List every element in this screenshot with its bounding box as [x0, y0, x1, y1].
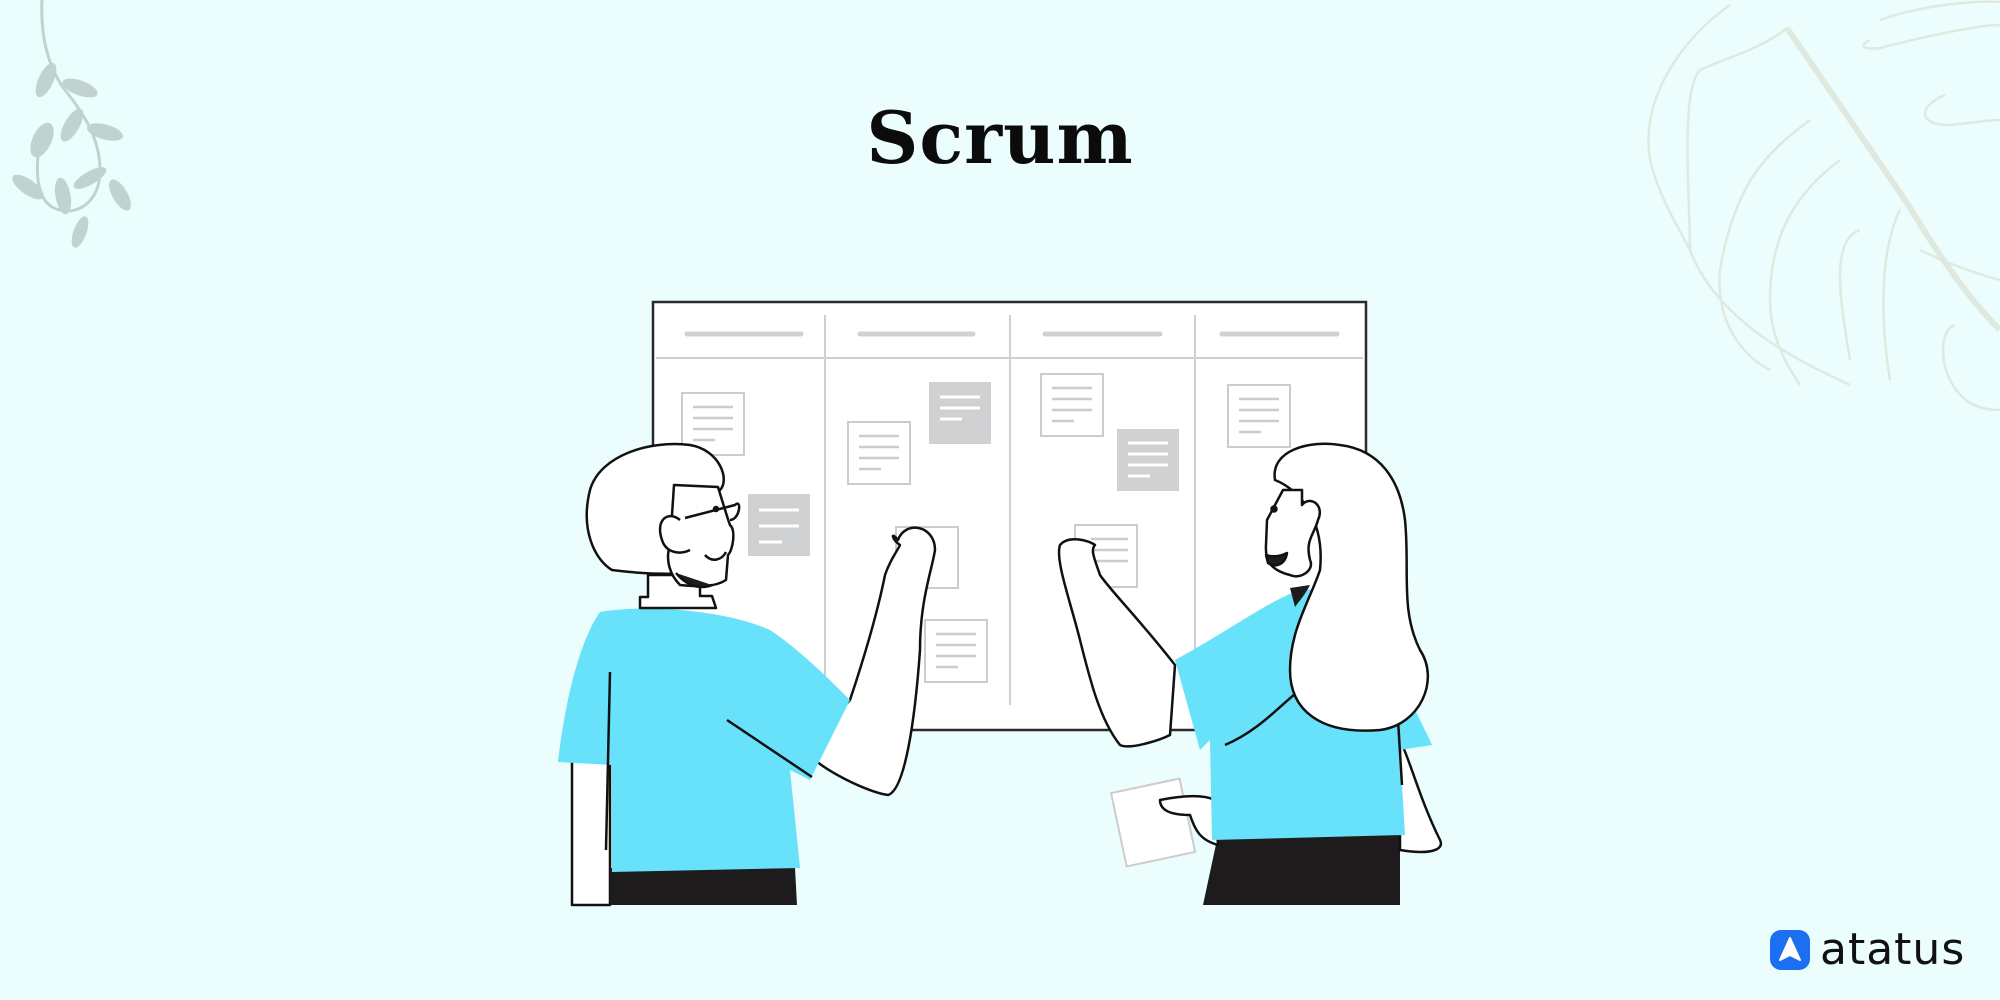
page-title: Scrum: [866, 95, 1134, 180]
vine-decoration: [12, 0, 131, 248]
atatus-logo-icon: [1770, 930, 1810, 970]
monstera-leaf-decoration: [1647, 0, 2000, 412]
man-figure: [558, 442, 937, 907]
woman-figure: [1057, 442, 1443, 905]
brand-name: atatus: [1820, 924, 1966, 975]
brand-logo: atatus: [1770, 924, 1966, 975]
